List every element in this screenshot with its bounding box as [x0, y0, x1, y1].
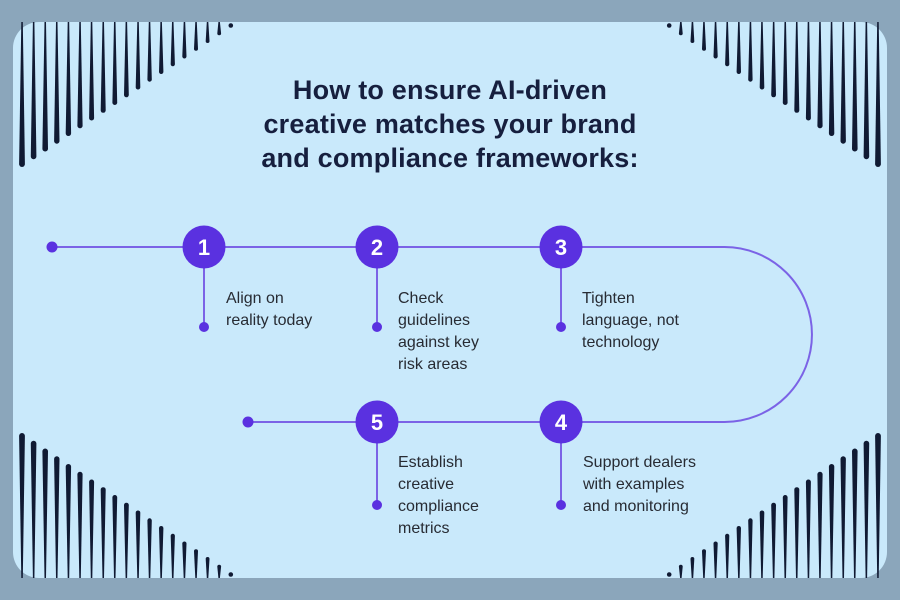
step-stem-dot [372, 500, 382, 510]
step-circle [182, 225, 226, 269]
step-label-2: Check guidelines against key risk areas [398, 290, 479, 373]
step-circle [355, 400, 399, 444]
step-stem-dot [556, 500, 566, 510]
step-node-1: 1 [182, 225, 226, 332]
step-circle [355, 225, 399, 269]
step-label-3: Tighten language, not technology [582, 290, 679, 351]
step-node-4: 4 [539, 400, 583, 510]
step-circle [539, 225, 583, 269]
step-node-3: 3 [539, 225, 583, 332]
corner-decoration-top-left [19, 22, 234, 167]
step-node-5: 5 [355, 400, 399, 510]
step-circle [539, 400, 583, 444]
step-label-4: Support dealers with examples and monito… [583, 454, 696, 515]
connector-start-dot [46, 241, 58, 253]
corner-decoration-bottom-left [19, 433, 234, 578]
step-stem-dot [372, 322, 382, 332]
step-label-1: Align on reality today [226, 290, 313, 329]
step-stem-dot [199, 322, 209, 332]
step-stem-dot [556, 322, 566, 332]
step-node-2: 2 [355, 225, 399, 332]
step-number: 1 [198, 235, 210, 260]
connector-path [52, 246, 813, 423]
step-number: 4 [555, 410, 568, 435]
connector-end-dot [242, 416, 254, 428]
page-title: How to ensure AI-driven creative matches… [261, 75, 639, 173]
step-number: 5 [371, 410, 383, 435]
step-number: 3 [555, 235, 567, 260]
step-number: 2 [371, 235, 383, 260]
panel-background [13, 22, 887, 578]
step-label-5: Establish creative compliance metrics [398, 454, 479, 537]
